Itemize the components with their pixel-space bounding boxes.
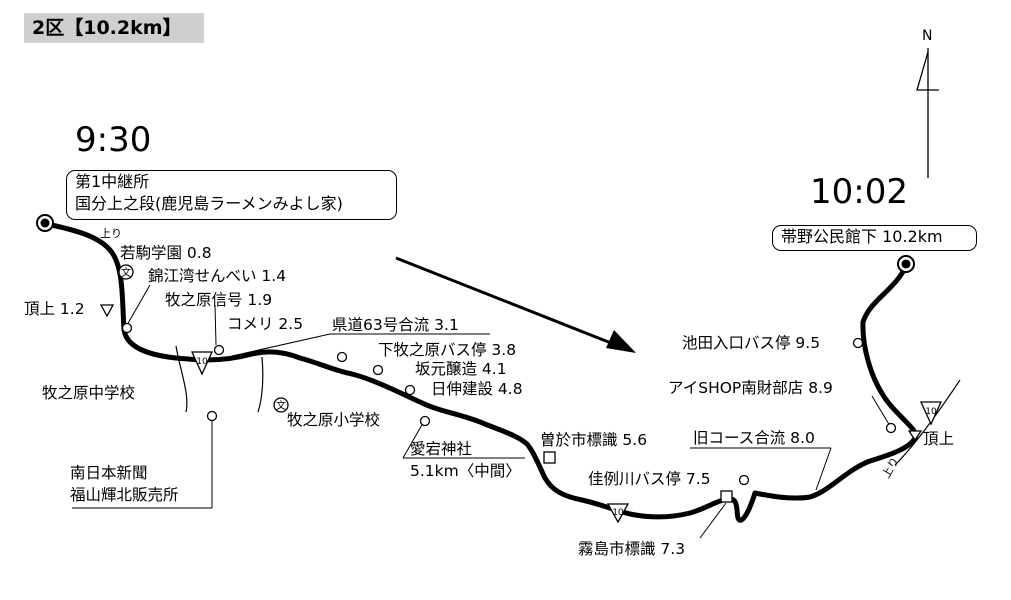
start-time: 9:30 bbox=[75, 120, 152, 160]
finish-box: 帯野公民館下 10.2km bbox=[772, 225, 977, 251]
label-wakakoma: 若駒学園 0.8 bbox=[120, 244, 212, 262]
summit-triangle-icon bbox=[99, 304, 115, 318]
label-makinohara-signal: 牧之原信号 1.9 bbox=[165, 291, 273, 309]
label-makinohara-es: 牧之原小学校 bbox=[287, 411, 381, 429]
svg-text:文: 文 bbox=[276, 399, 286, 412]
start-marker-icon bbox=[36, 214, 54, 232]
finish-time: 10:02 bbox=[810, 172, 908, 212]
label-nisshin: 日伸建設 4.8 bbox=[431, 380, 523, 398]
label-summit2: 頂上 bbox=[923, 430, 955, 448]
label-ikeda-bus: 池田入口バス停 9.5 bbox=[682, 334, 821, 352]
label-nannichi-shop: 福山輝北販売所 bbox=[70, 486, 179, 504]
start-box-line2: 国分上之段(鹿児島ラーメンみよし家) bbox=[75, 194, 343, 213]
side-roads bbox=[175, 345, 961, 466]
label-ai-shop: アイSHOP南財部店 8.9 bbox=[668, 379, 833, 397]
label-atago-km: 5.1km〈中間〉 bbox=[410, 462, 521, 480]
label-sakamoto: 坂元醸造 4.1 bbox=[415, 360, 507, 378]
label-route63: 県道63号合流 3.1 bbox=[332, 316, 459, 334]
label-kinkowan: 錦江湾せんべい 1.4 bbox=[148, 267, 287, 285]
svg-text:文: 文 bbox=[121, 266, 131, 279]
leader-lines bbox=[72, 284, 891, 539]
label-nannichi: 南日本新聞 bbox=[70, 464, 148, 482]
label-makinohara-jhs: 牧之原中学校 bbox=[42, 384, 136, 402]
marker-squares bbox=[543, 451, 733, 503]
svg-text:10: 10 bbox=[196, 357, 208, 367]
label-atago: 愛宕神社 bbox=[410, 440, 473, 458]
school-symbol-icon: 文 bbox=[273, 397, 289, 413]
label-shimo-bus: 下牧之原バス停 3.8 bbox=[378, 341, 517, 359]
start-box-line1: 第1中継所 bbox=[75, 172, 150, 191]
svg-text:10: 10 bbox=[612, 508, 624, 518]
direction-arrow-icon bbox=[395, 256, 636, 353]
north-label: N bbox=[922, 28, 933, 44]
school-symbol-icon: 文 bbox=[118, 264, 134, 280]
route10-shield-icon: 10 bbox=[606, 503, 630, 524]
route10-shield-icon: 10 bbox=[190, 351, 214, 376]
uphill-label: 上り bbox=[100, 227, 122, 240]
route10-shield-icon: 10 bbox=[919, 401, 943, 426]
label-summit1: 頂上 1.2 bbox=[24, 300, 85, 318]
label-kareigawa-bus: 佳例川バス停 7.5 bbox=[588, 470, 711, 488]
summit-triangle-icon bbox=[907, 430, 923, 442]
section-header: 2区【10.2km】 bbox=[24, 13, 204, 43]
finish-marker-icon bbox=[897, 255, 915, 273]
label-soo-marker: 曽於市標識 5.6 bbox=[540, 431, 648, 449]
start-box: 第1中継所 国分上之段(鹿児島ラーメンみよし家) bbox=[66, 170, 397, 220]
checkpoint-dots bbox=[121, 322, 897, 486]
label-kirishima-marker: 霧島市標識 7.3 bbox=[578, 540, 686, 558]
label-old-course: 旧コース合流 8.0 bbox=[693, 429, 815, 447]
svg-text:10: 10 bbox=[925, 407, 937, 417]
finish-box-label: 帯野公民館下 10.2km bbox=[781, 227, 943, 246]
north-arrow-icon bbox=[916, 48, 939, 178]
label-komeri: コメリ 2.5 bbox=[227, 315, 304, 333]
